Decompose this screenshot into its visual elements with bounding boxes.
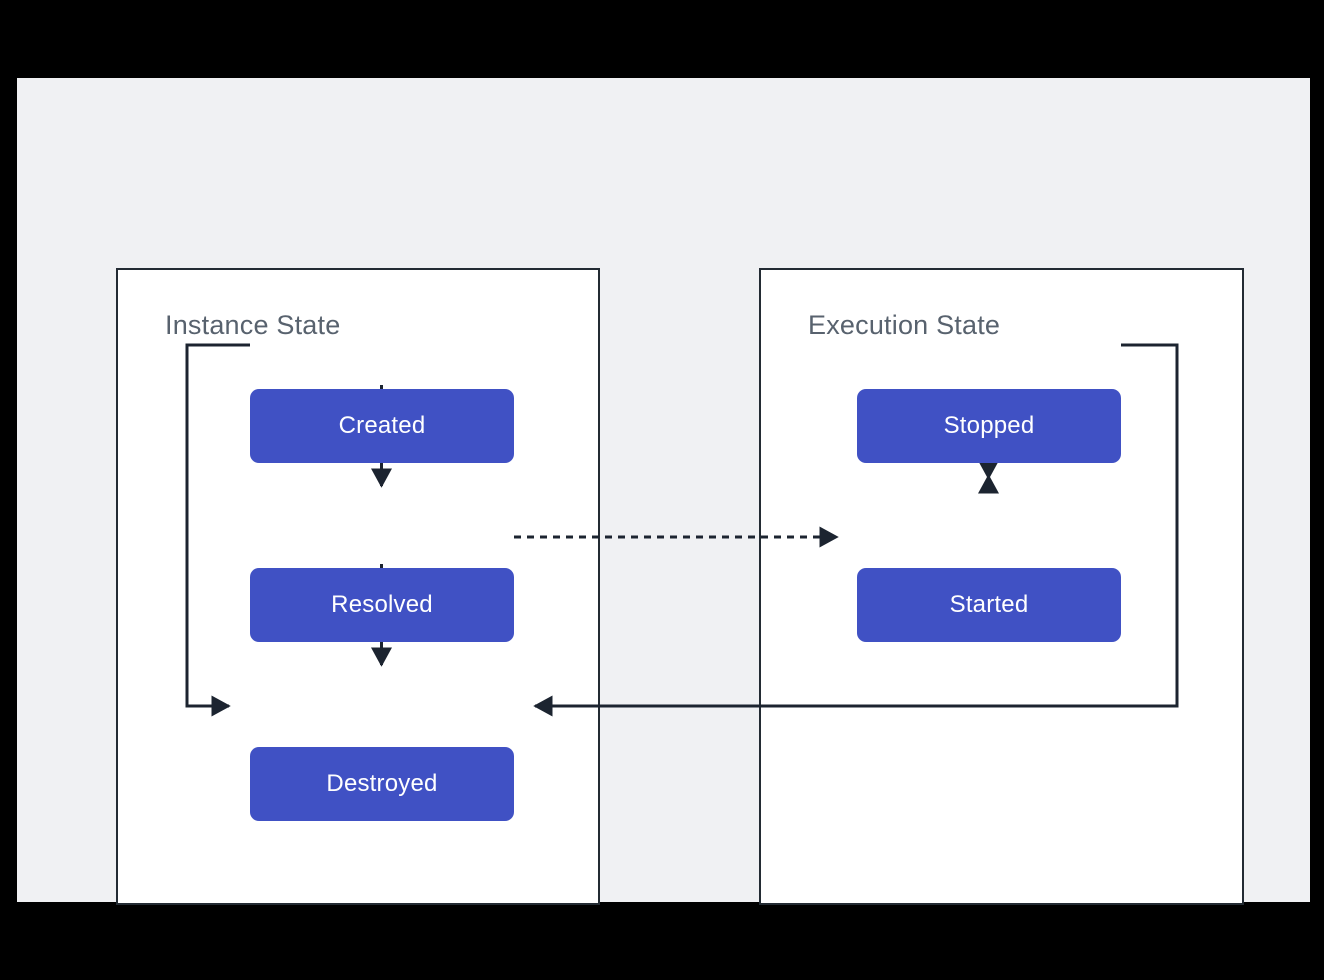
- state-node-stopped-label: Stopped: [943, 412, 1035, 439]
- state-node-destroyed[interactable]: Destroyed: [250, 747, 514, 821]
- state-node-created-label: Created: [338, 412, 426, 439]
- group-execution-state-title: Execution State: [808, 310, 1001, 340]
- state-node-started[interactable]: Started: [857, 568, 1121, 642]
- state-node-started-label: Started: [949, 591, 1029, 618]
- state-node-destroyed-label: Destroyed: [326, 770, 438, 797]
- state-node-resolved[interactable]: Resolved: [250, 568, 514, 642]
- state-node-stopped[interactable]: Stopped: [857, 389, 1121, 463]
- diagram-canvas: Instance State Execution State: [17, 78, 1310, 905]
- state-node-resolved-label: Resolved: [331, 591, 433, 618]
- group-instance-state-title: Instance State: [165, 310, 341, 340]
- state-node-created[interactable]: Created: [250, 389, 514, 463]
